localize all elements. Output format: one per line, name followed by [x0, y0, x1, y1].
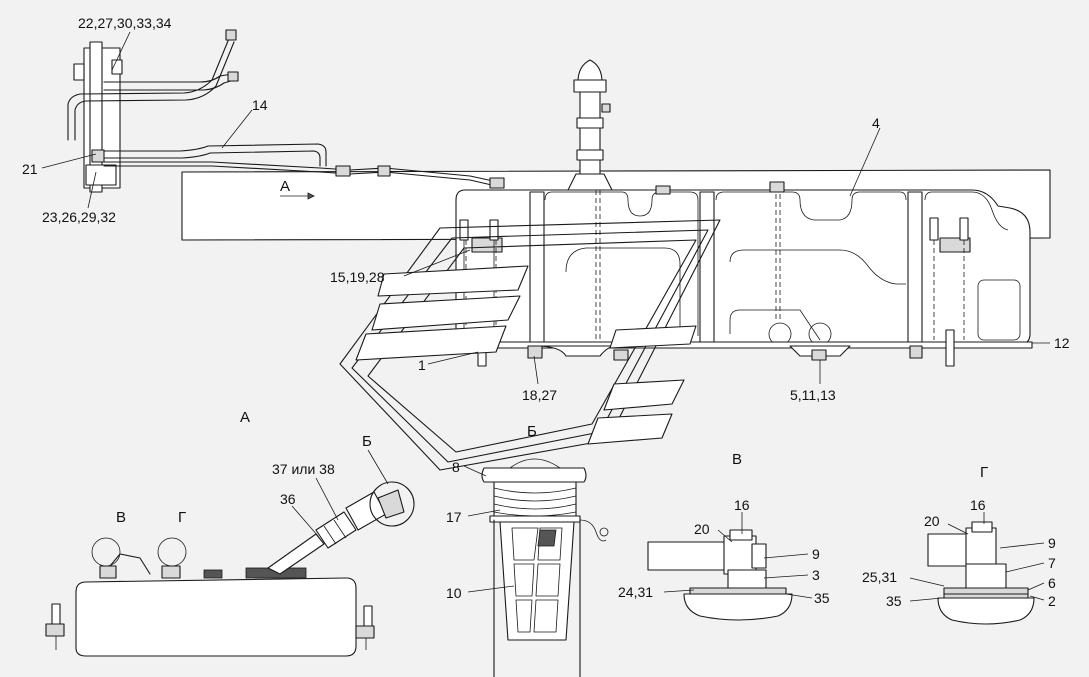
callout-v-24-31: 24,31	[618, 584, 653, 600]
callout-v-35: 35	[814, 590, 830, 606]
detail-a-tank	[45, 481, 415, 657]
callout-18-27: 18,27	[522, 387, 557, 403]
detail-v-fitting	[647, 529, 793, 621]
callout-g-9: 9	[1048, 535, 1056, 551]
callout-v-3: 3	[812, 567, 820, 583]
view-label-g-main: Г	[178, 509, 186, 526]
section-outline	[339, 219, 721, 471]
view-title-a: А	[240, 409, 250, 426]
callout-g-20: 20	[924, 513, 940, 529]
callout-36: 36	[280, 491, 296, 507]
view-label-v-main: В	[116, 509, 126, 526]
callout-17: 17	[446, 509, 462, 525]
callout-12: 12	[1054, 335, 1070, 351]
view-label-b-main: Б	[362, 433, 372, 450]
callout-labels: 22,27,30,33,34 14 21 23,26,29,32 4 15,19…	[22, 15, 1070, 609]
callout-23-26-29-32: 23,26,29,32	[42, 209, 116, 225]
callout-22-27-30-33-34: 22,27,30,33,34	[78, 15, 172, 31]
callout-5-11-13: 5,11,13	[790, 387, 836, 403]
callout-10: 10	[446, 585, 462, 601]
view-labels: А А Б Б В В Г Г	[116, 178, 988, 526]
callout-g-6: 6	[1048, 575, 1056, 591]
fuel-tank	[455, 181, 1033, 357]
view-label-a-main: А	[280, 178, 290, 195]
view-title-b: Б	[527, 423, 537, 440]
callout-1: 1	[418, 357, 426, 373]
detail-g-fitting	[927, 521, 1035, 625]
bracket-pipe-assembly	[67, 29, 505, 193]
view-title-g: Г	[980, 464, 988, 481]
callout-g-7: 7	[1048, 555, 1056, 571]
callout-v-16: 16	[734, 497, 750, 513]
leader-lines	[41, 31, 1050, 602]
callout-v-20: 20	[694, 521, 710, 537]
callout-8: 8	[452, 459, 460, 475]
callout-21: 21	[22, 161, 38, 177]
callout-37-or-38: 37 или 38	[272, 461, 335, 477]
callout-g-16: 16	[970, 497, 986, 513]
callout-g-35: 35	[886, 593, 902, 609]
callout-4: 4	[872, 115, 880, 131]
callout-15-19-28: 15,19,28	[330, 269, 385, 285]
view-title-v: В	[732, 451, 742, 468]
callout-14: 14	[252, 97, 268, 113]
filler-neck	[567, 59, 613, 191]
detail-b-filter	[481, 458, 609, 677]
callout-g-2: 2	[1048, 593, 1056, 609]
callout-g-25-31: 25,31	[862, 569, 897, 585]
callout-v-9: 9	[812, 546, 820, 562]
